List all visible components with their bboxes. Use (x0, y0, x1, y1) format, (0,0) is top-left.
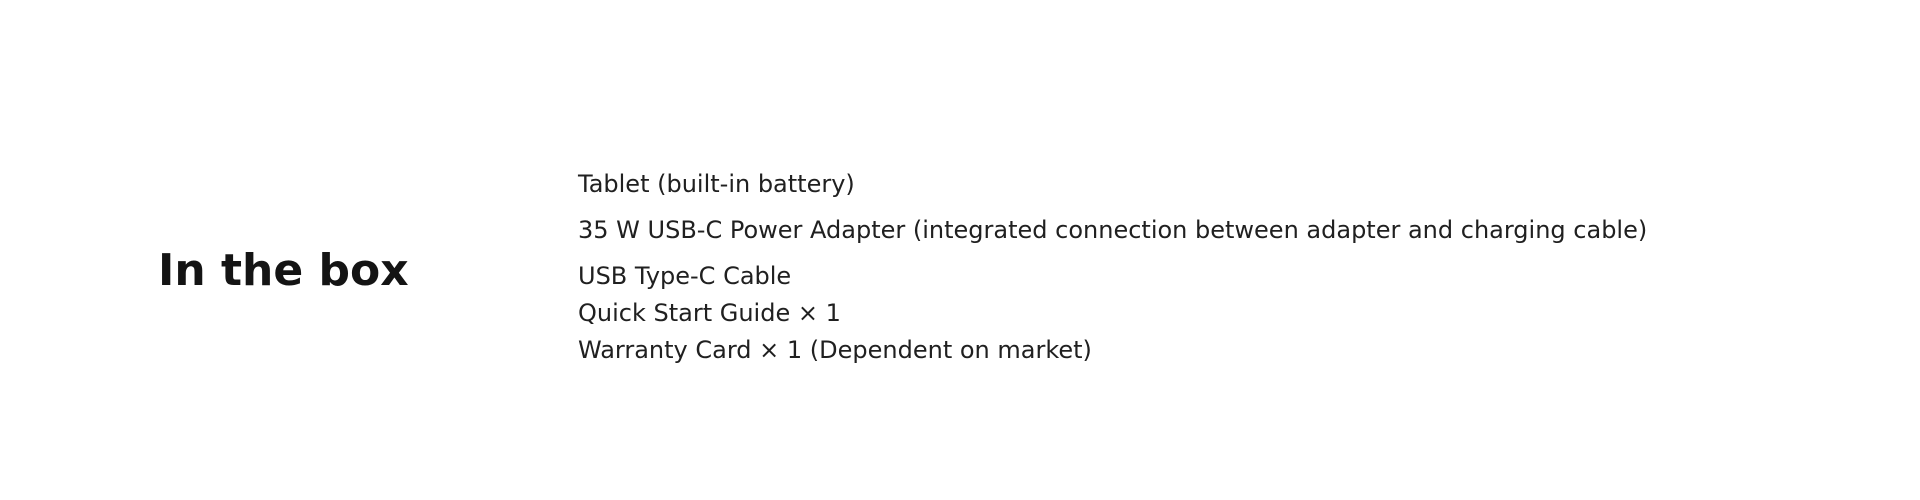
box-item-usb-cable: USB Type-C Cable (578, 262, 792, 290)
box-contents-list: Tablet (built-in battery) 35 W USB-C Pow… (578, 166, 1647, 369)
box-item-quick-start-guide: Quick Start Guide × 1 (578, 299, 841, 327)
box-item-power-adapter: 35 W USB-C Power Adapter (integrated con… (578, 216, 1648, 244)
box-item-tablet: Tablet (built-in battery) (578, 170, 855, 198)
section-heading: In the box (158, 245, 409, 296)
box-item-warranty-card: Warranty Card × 1 (Dependent on market) (578, 336, 1092, 364)
